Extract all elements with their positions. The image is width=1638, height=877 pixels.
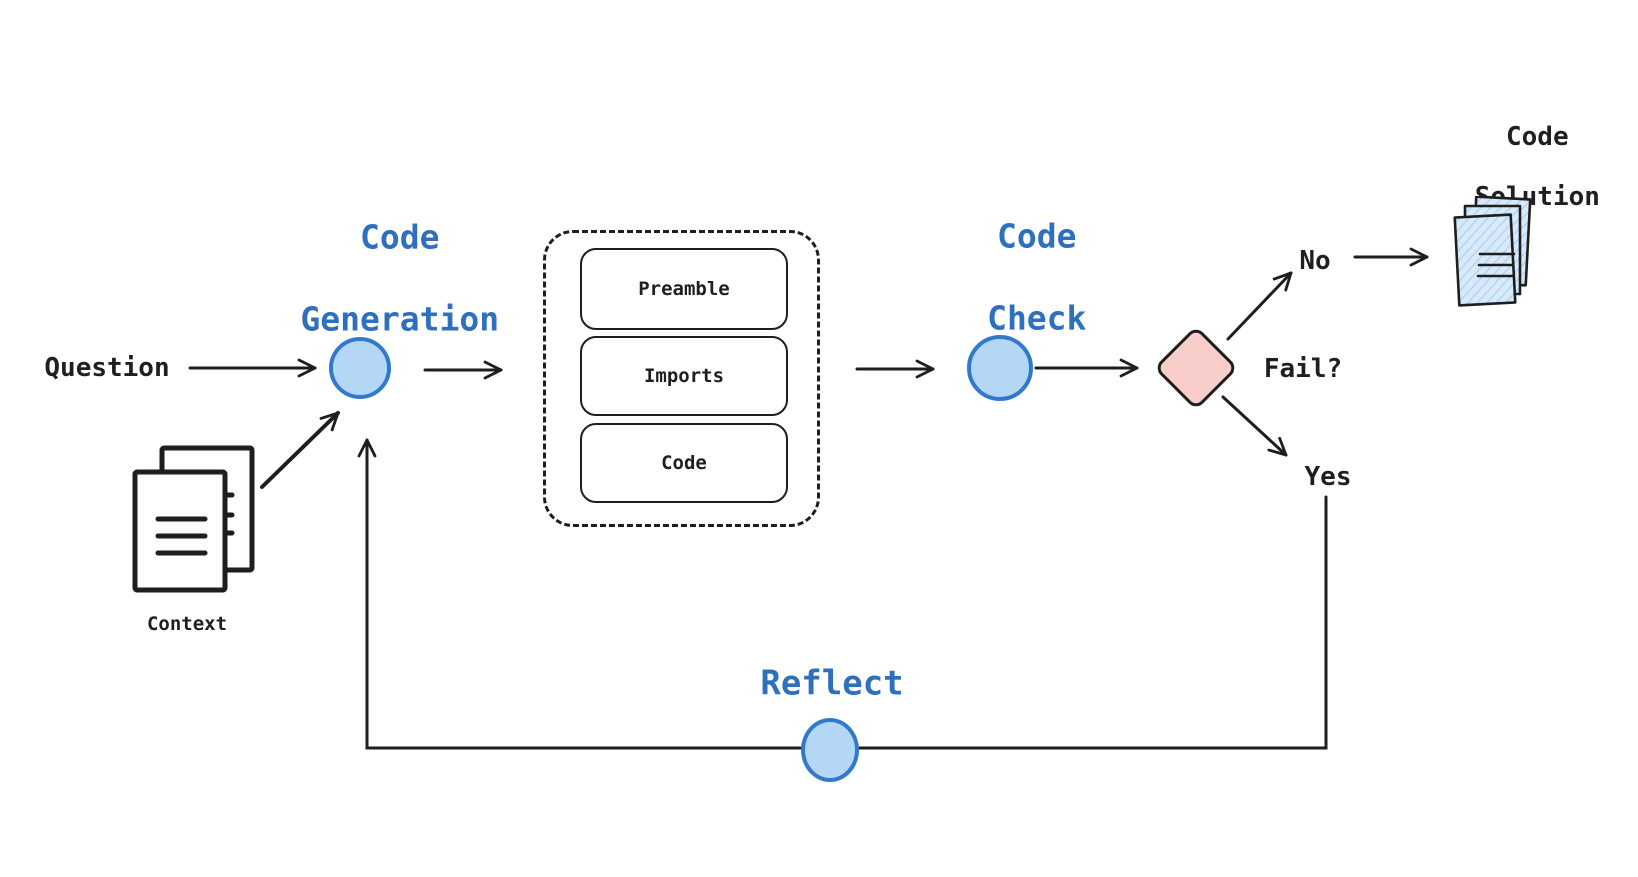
code-solution-documents-icon [1453, 196, 1532, 307]
arrow-decision-to-yes [1221, 395, 1288, 457]
context-documents-icon [132, 445, 255, 593]
prompt-item-code-label: Code [661, 452, 707, 474]
arrow-decision-to-no [1226, 271, 1293, 341]
prompt-item-preamble-label: Preamble [638, 278, 730, 300]
fail-label: Fail? [1263, 354, 1343, 384]
code-check-title-line1: Code [996, 216, 1077, 256]
code-generation-node [329, 337, 391, 399]
code-check-title: Code Check [908, 175, 1087, 380]
code-solution-title-line1: Code [1505, 122, 1569, 152]
reflect-title: Reflect [760, 663, 904, 704]
prompt-item-imports: Imports [580, 336, 788, 416]
prompt-item-imports-label: Imports [643, 365, 725, 387]
context-label: Context [146, 613, 228, 635]
reflect-node [801, 718, 859, 782]
arrow-context-to-codegen [260, 411, 340, 489]
prompt-structure-box: Preamble Imports Code [543, 230, 820, 527]
code-check-node [967, 335, 1033, 401]
code-generation-title-line2: Generation [300, 299, 500, 339]
question-label: Question [44, 353, 170, 383]
code-check-title-line2: Check [987, 298, 1087, 338]
prompt-item-preamble: Preamble [580, 248, 788, 330]
branch-no-label: No [1299, 246, 1331, 276]
code-generation-title-line1: Code [359, 217, 440, 257]
prompt-item-code: Code [580, 423, 788, 503]
branch-yes-label: Yes [1304, 462, 1352, 492]
code-generation-title: Code Generation [221, 176, 499, 381]
